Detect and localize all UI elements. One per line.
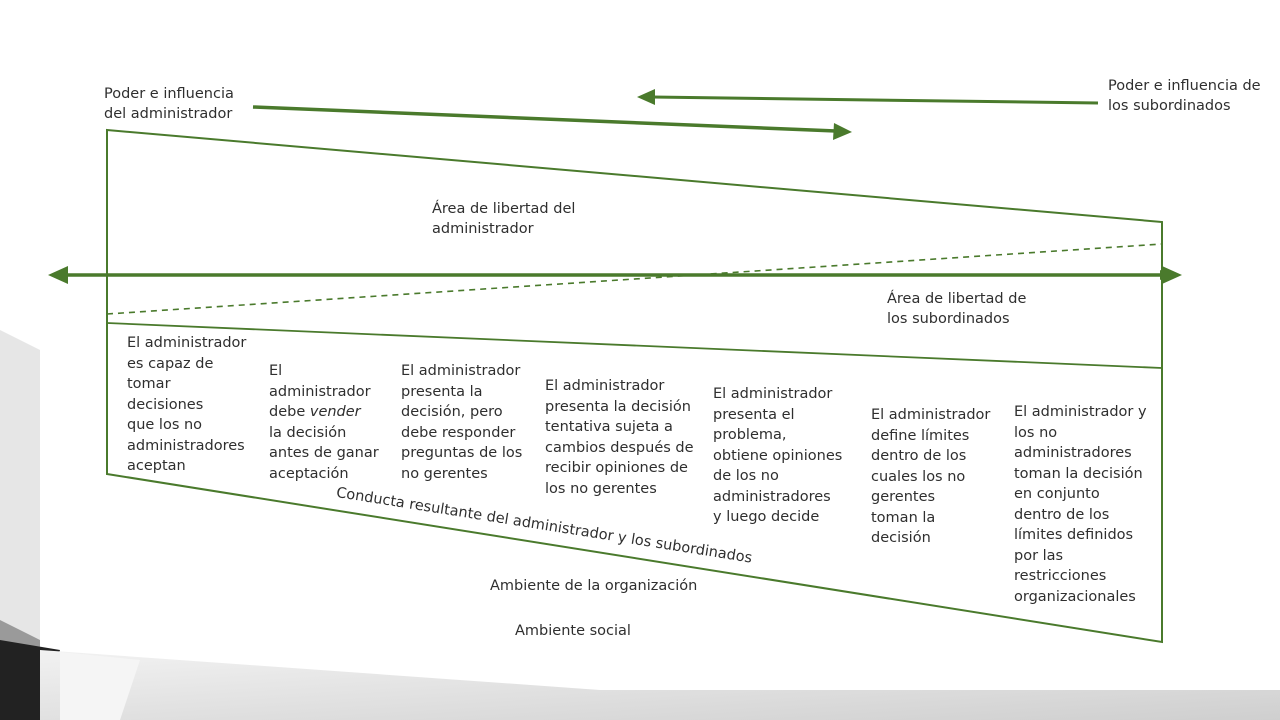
behavior-column-6: El administrador define límites dentro d… — [871, 407, 991, 546]
subordinate-freedom-label: Área de libertad de los subordinados — [887, 291, 1027, 327]
manager-power-arrow — [252, 105, 837, 133]
manager-power-label: Poder e influencia del administrador — [104, 86, 234, 122]
subordinate-power-arrow — [651, 95, 1099, 105]
social-environment-label: Ambiente social — [515, 623, 631, 639]
manager-freedom-label: Área de libertad del administrador — [432, 201, 576, 237]
subordinate-power-label: Poder e influencia de los subordinados — [1108, 78, 1261, 114]
diagram-frame — [106, 128, 1163, 644]
behavior-column-4: El administrador presenta la decisión te… — [545, 378, 694, 497]
org-environment-label: Ambiente de la organización — [490, 578, 698, 594]
divider-line — [106, 322, 1163, 369]
behavior-column-2: El administrador debe vender la decisión… — [269, 363, 379, 482]
behavior-column-7: El administrador y los no administradore… — [1014, 404, 1147, 605]
continuum-arrow-left-head — [48, 266, 68, 284]
behavior-column-1: El administrador es capaz de tomar decis… — [127, 335, 247, 474]
freedom-split-dashed-line — [106, 243, 1163, 315]
behavior-column-5: El administrador presenta el problema, o… — [713, 386, 843, 525]
manager-power-arrow-head — [833, 123, 852, 140]
behavior-column-3: El administrador presenta la decisión, p… — [401, 363, 523, 482]
continuum-arrow-right-head — [1162, 266, 1182, 284]
subordinate-power-arrow-head — [637, 89, 655, 105]
